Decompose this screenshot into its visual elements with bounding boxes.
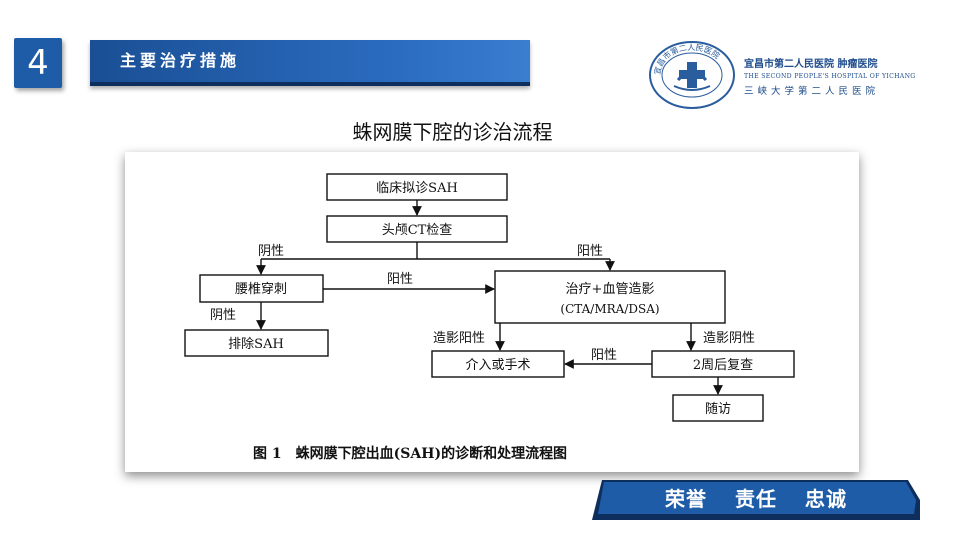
edge-label-ct-negative: 阴性 (258, 244, 284, 259)
motto-text: 荣誉 责任 忠诚 (665, 487, 847, 511)
node-treat-label-1: 治疗+血管造影 (566, 282, 655, 297)
hospital-name: 宜昌市第二人民医院 肿瘤医院 THE SECOND PEOPLE'S HOSPI… (744, 55, 916, 97)
node-treat-label-2: (CTA/MRA/DSA) (560, 302, 659, 316)
edge-label-lumbar-negative: 阴性 (210, 308, 236, 323)
edge-label-angio-positive: 造影阳性 (433, 331, 485, 346)
motto-banner: 荣誉 责任 忠诚 (592, 480, 920, 520)
edge-label-lumbar-positive: 阳性 (387, 272, 413, 287)
hospital-name-cn2: 三峡大学第二人民医院 (744, 86, 880, 97)
hospital-logo: 宜昌市第二人民医院 (649, 41, 735, 109)
node-intervene-label: 介入或手术 (465, 358, 530, 373)
section-header-bar: 主要治疗措施 (90, 40, 530, 86)
node-followup-label: 随访 (705, 402, 731, 417)
hospital-name-cn: 宜昌市第二人民医院 肿瘤医院 (744, 59, 878, 70)
diagram-title: 蛛网膜下腔的诊治流程 (352, 120, 553, 144)
edge-label-recheck-positive: 阳性 (591, 348, 617, 363)
section-title: 主要治疗措施 (120, 51, 241, 70)
node-recheck-box (651, 350, 795, 378)
figure-caption: 图 1 蛛网膜下腔出血(SAH)的诊断和处理流程图 (253, 445, 567, 462)
node-exclude-label: 排除SAH (228, 337, 284, 352)
edge-label-ct-positive: 阳性 (577, 244, 603, 259)
hospital-name-en: THE SECOND PEOPLE'S HOSPITAL OF YICHANG (744, 73, 916, 80)
node-ct-label: 头颅CT检查 (382, 223, 453, 238)
node-clinical-label: 临床拟诊SAH (376, 181, 458, 196)
section-number: 4 (14, 38, 62, 88)
flowchart-figure: 临床拟诊SAH 头颅CT检查 腰椎穿刺 排除SAH 治疗+血管造影 (CTA/M… (125, 152, 859, 472)
node-exclude-box (184, 329, 329, 357)
flowchart-svg: 临床拟诊SAH 头颅CT检查 腰椎穿刺 排除SAH 治疗+血管造影 (CTA/M… (184, 173, 795, 462)
node-recheck-label: 2周后复查 (693, 358, 753, 373)
node-lumbar-label: 腰椎穿刺 (235, 281, 287, 297)
edge-label-angio-negative: 造影阴性 (703, 331, 755, 346)
node-followup-box (672, 394, 764, 422)
node-ct-box (326, 215, 508, 243)
node-treat-box (494, 270, 726, 324)
header-underline (90, 82, 530, 86)
node-intervene-box (431, 350, 565, 378)
